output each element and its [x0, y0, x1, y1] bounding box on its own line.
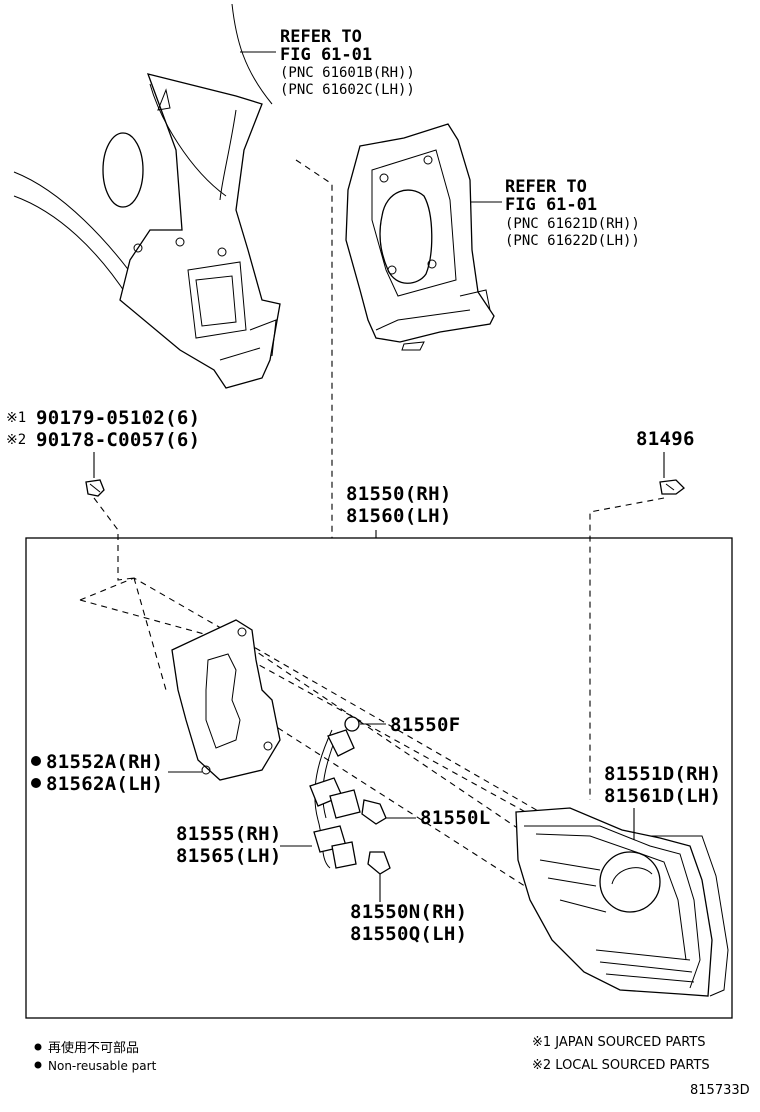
inner-panel-illustration [345, 123, 495, 351]
socket-small-part-number: 81550F [390, 714, 460, 736]
alignment-lines [79, 497, 665, 907]
legend-dot-jp [34, 1043, 42, 1051]
screw-part-number-1: 90179-05102(6) [36, 407, 200, 429]
screw-mark-1: ※1 [6, 410, 26, 426]
lens-part-number-rh: 81551D(RH) [604, 763, 721, 785]
assembly-part-number-lh: 81560(LH) [346, 505, 452, 527]
legend-nonreusable-jp: 再使用不可部品 [48, 1040, 139, 1056]
ref-upper-left-line4: (PNC 61602C(LH)) [280, 82, 415, 98]
harness-part-number-rh: 81555(RH) [176, 823, 282, 845]
clip-label: 81496 [636, 428, 695, 478]
bulb-n-part-number-lh: 81550Q(LH) [350, 923, 467, 945]
lens-illustration [515, 807, 729, 997]
harness-part-number-lh: 81565(LH) [176, 845, 282, 867]
clip-part-number: 81496 [636, 428, 695, 450]
legend-local-sourced: ※2 LOCAL SOURCED PARTS [532, 1058, 710, 1073]
lens-label: 81551D(RH) 81561D(LH) [604, 763, 721, 840]
clip-icon [659, 479, 685, 495]
gasket-part-number-lh: 81562A(LH) [46, 773, 163, 795]
socket-small-label: 81550F [360, 714, 460, 736]
ref-label-upper-left: REFER TO FIG 61-01 (PNC 61601B(RH)) (PNC… [240, 27, 415, 98]
bulb-l-part-number: 81550L [420, 807, 490, 829]
ref-label-upper-right: REFER TO FIG 61-01 (PNC 61621D(RH)) (PNC… [470, 177, 640, 249]
assembly-part-number-rh: 81550(RH) [346, 483, 452, 505]
screw-icon [85, 479, 105, 497]
legend-japan-sourced: ※1 JAPAN SOURCED PARTS [532, 1035, 706, 1050]
bulb-l-icon [361, 799, 387, 825]
assembly-label: 81550(RH) 81560(LH) [346, 483, 452, 538]
ref-upper-left-line2: FIG 61-01 [280, 45, 372, 65]
lens-part-number-lh: 81561D(LH) [604, 785, 721, 807]
assembly-boundary-box [25, 537, 733, 1019]
screw-label: ※1 90179-05102(6) ※2 90178-C0057(6) [6, 407, 200, 478]
ref-upper-right-line2: FIG 61-01 [505, 195, 597, 215]
bulb-l-label: 81550L [386, 807, 490, 829]
legend-nonreusable-en: Non-reusable part [48, 1059, 157, 1073]
ref-upper-left-line3: (PNC 61601B(RH)) [280, 65, 415, 81]
gasket-label: 81552A(RH) 81562A(LH) [31, 751, 202, 795]
quarter-panel-illustration [13, 3, 281, 389]
socket-small-icon [344, 716, 360, 732]
nonreusable-dot [31, 756, 41, 766]
figure-id: 815733D [690, 1083, 750, 1098]
ref-upper-right-line4: (PNC 61622D(LH)) [505, 233, 640, 249]
screw-part-number-2: 90178-C0057(6) [36, 429, 200, 451]
screw-mark-2: ※2 [6, 432, 26, 448]
ref-upper-left-line1: REFER TO [280, 27, 362, 47]
bulb-n-label: 81550N(RH) 81550Q(LH) [350, 874, 467, 945]
legend-dot-en [34, 1061, 42, 1069]
harness-label: 81555(RH) 81565(LH) [176, 823, 312, 867]
ref-upper-right-line1: REFER TO [505, 177, 587, 197]
legend: 再使用不可部品 Non-reusable part ※1 JAPAN SOURC… [34, 1035, 750, 1098]
gasket-illustration [171, 619, 281, 781]
gasket-part-number-rh: 81552A(RH) [46, 751, 163, 773]
bulb-n-part-number-rh: 81550N(RH) [350, 901, 467, 923]
wiring-harness-illustration [309, 729, 361, 869]
bulb-n-icon [367, 851, 391, 875]
nonreusable-dot [31, 778, 41, 788]
ref-upper-right-line3: (PNC 61621D(RH)) [505, 216, 640, 232]
